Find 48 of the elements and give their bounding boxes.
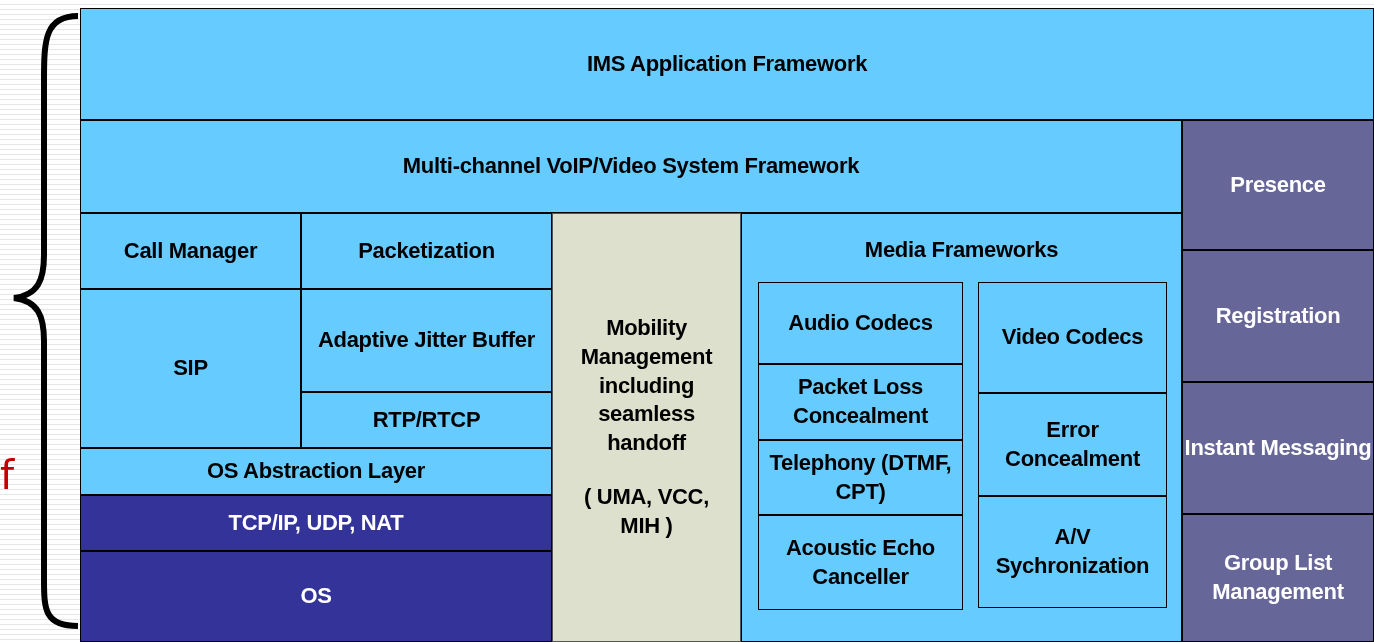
layer-label: Packetization	[358, 236, 495, 265]
layer-label: Call Manager	[123, 236, 258, 265]
layer-label: Instant Messaging	[1184, 433, 1372, 462]
layer-box	[978, 496, 1167, 608]
layer-box	[758, 515, 963, 610]
layer-box	[758, 440, 963, 515]
layer-box	[758, 364, 963, 440]
layer-box	[301, 392, 552, 448]
layer-label: TCP/IP, UDP, NAT	[228, 508, 404, 537]
layer-label: Adaptive Jitter Buffer	[317, 326, 536, 355]
layer-label: Mobility Management including seamless handoff	[579, 314, 714, 457]
layer-box	[741, 213, 1182, 642]
side-letter: f	[0, 452, 15, 498]
layer-label: Multi-channel VoIP/Video System Framework	[402, 152, 860, 181]
layer-box	[80, 551, 552, 642]
layer-box	[978, 282, 1167, 393]
layer-box	[301, 213, 552, 289]
layer-label: Presence	[1230, 170, 1326, 199]
layer-box	[978, 393, 1167, 496]
layer-label: Acoustic Echo Canceller	[785, 533, 936, 591]
layer-label: IMS Application Framework	[586, 49, 868, 78]
layer-label: OS	[300, 582, 332, 611]
layer-note: ( UMA, VCC, MIH )	[583, 483, 710, 540]
layer-label: A/V Sychronization	[994, 523, 1151, 580]
layer-box	[80, 213, 301, 289]
layer-box	[1182, 514, 1374, 642]
layer-label: Error Concealment	[1004, 415, 1141, 473]
layer-label: Audio Codecs	[788, 308, 933, 337]
layer-label: Packet Loss Concealment	[792, 373, 929, 430]
layer-label: OS Abstraction Layer	[206, 457, 426, 486]
layer-box	[758, 282, 963, 364]
layer-label: Telephony (DTMF, CPT)	[768, 448, 953, 506]
layer-box	[552, 213, 741, 642]
layer-box	[80, 120, 1182, 213]
layer-box	[80, 495, 552, 551]
layer-box	[301, 289, 552, 392]
layer-label: RTP/RTCP	[372, 405, 481, 434]
layer-box	[80, 448, 552, 495]
layer-box	[1182, 120, 1374, 250]
layer-box	[80, 8, 1374, 120]
layer-box	[80, 289, 301, 448]
layer-label: Group List Management	[1211, 549, 1345, 606]
layer-label: Registration	[1215, 301, 1341, 330]
layer-label: Media Frameworks	[864, 236, 1059, 264]
layer-box	[1182, 382, 1374, 514]
layer-box	[1182, 250, 1374, 382]
layer-label: Video Codecs	[1001, 323, 1144, 352]
layer-label: SIP	[173, 354, 208, 383]
